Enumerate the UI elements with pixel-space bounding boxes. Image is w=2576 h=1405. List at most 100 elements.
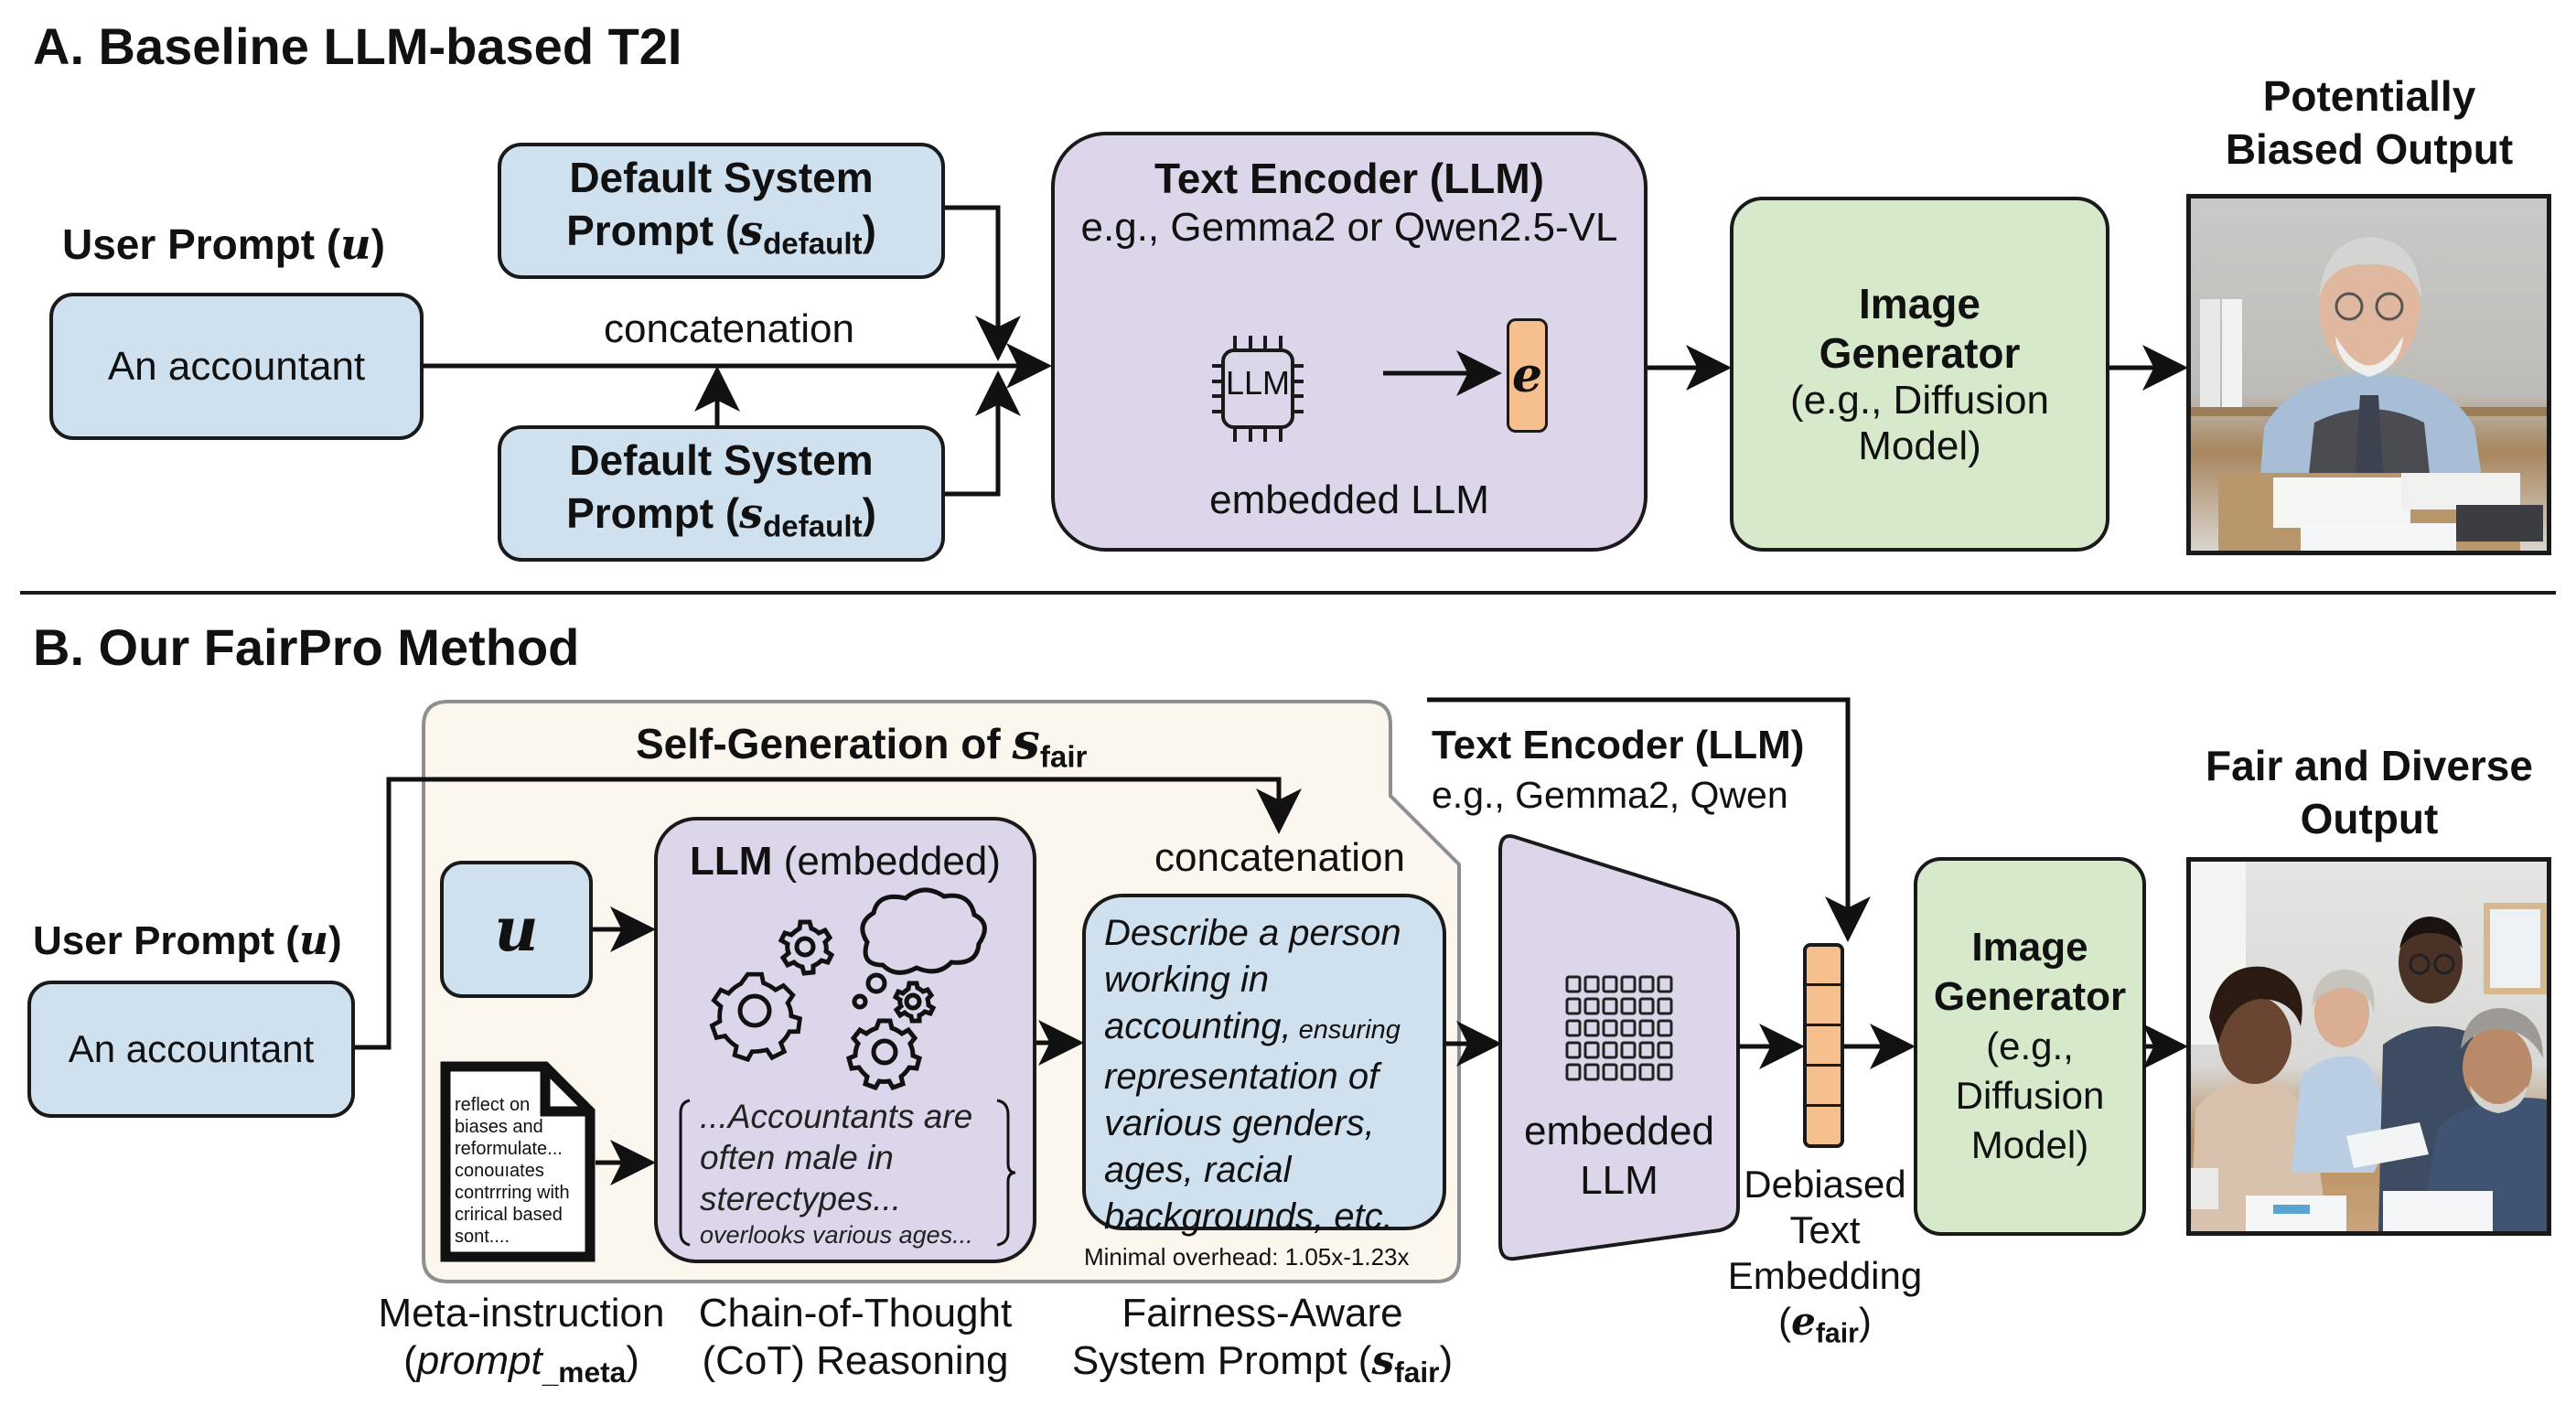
text-encoder-subtitle-b: e.g., Gemma2, Qwen — [1432, 774, 1788, 816]
grid-cell — [1620, 997, 1637, 1015]
user-prompt-label-close: ) — [327, 918, 342, 963]
image-gen-line4: Model) — [1858, 424, 1981, 468]
overhead-note: Minimal overhead: 1.05x-1.23x — [1084, 1243, 1410, 1271]
caption-fair-text: System Prompt ( — [1071, 1338, 1372, 1383]
fair-output-line1: Fair and Diverse — [2206, 742, 2533, 789]
meta-doc-line: reformulate... — [455, 1139, 563, 1159]
user-prompt-label-text: User Prompt ( — [33, 918, 299, 963]
grid-cell — [1583, 1019, 1600, 1037]
default-system-prompt-line2: Prompt (sdefault) — [566, 204, 876, 271]
user-prompt-box[interactable]: An accountant — [49, 293, 424, 440]
debiased-line: Text — [1789, 1208, 1861, 1251]
concatenation-label-b: concatenation — [1154, 835, 1405, 880]
fairness-aware-prompt-box[interactable]: Describe a person working in accounting,… — [1082, 894, 1446, 1237]
caption-meta-sub: _meta — [542, 1355, 627, 1389]
caption-meta-instruction: Meta-instruction (prompt_meta) — [348, 1290, 695, 1396]
grid-cell — [1620, 1041, 1637, 1059]
diverse-group-illustration — [2191, 862, 2547, 1231]
text-encoder-title-b: Text Encoder (LLM) — [1432, 723, 1805, 767]
caption-meta-italic: prompt — [416, 1338, 542, 1383]
user-prompt-box-b[interactable]: An accountant — [27, 981, 355, 1118]
embedding-cell-divider — [1807, 1024, 1841, 1026]
fair-prompt-accounting: accounting, — [1104, 1006, 1292, 1046]
biased-output-line1: Potentially — [2262, 72, 2476, 120]
text-encoder-subtitle: e.g., Gemma2 or Qwen2.5-VL — [1080, 205, 1618, 250]
cot-line: ...Accountants are — [700, 1098, 973, 1135]
default-prompt-text: Prompt ( — [566, 488, 740, 537]
e-fair-symbol: e — [1791, 1299, 1816, 1344]
embedding-cell-divider — [1807, 1064, 1841, 1067]
debiased-embedding-vector — [1803, 943, 1844, 1148]
caption-cot-line1: Chain-of-Thought — [698, 1291, 1013, 1335]
debiased-embedding-label: Debiased Text Embedding (efair) — [1711, 1162, 1939, 1357]
u-input-box[interactable]: u — [440, 861, 593, 998]
grid-cell — [1583, 997, 1600, 1015]
caption-fair-line1: Fairness-Aware — [1122, 1291, 1403, 1335]
section-b-title: B. Our FairPro Method — [33, 618, 580, 676]
grid-cell — [1565, 1019, 1582, 1037]
meta-doc-line: reflect on — [455, 1095, 531, 1115]
grid-cell — [1638, 1041, 1655, 1059]
default-prompt-text: Prompt ( — [566, 206, 740, 254]
llm-chip-icon — [1212, 334, 1304, 444]
image-generator-box-a[interactable]: Image Generator (e.g., Diffusion Model) — [1730, 197, 2109, 552]
fair-prompt-text: Describe a person working in accounting,… — [1104, 910, 1401, 1240]
grid-cell — [1565, 975, 1582, 993]
meta-doc-line: biases and — [455, 1117, 543, 1137]
text-encoder-box-a[interactable]: Text Encoder (LLM) e.g., Gemma2 or Qwen2… — [1051, 132, 1648, 552]
default-subscript: default — [763, 509, 863, 544]
fair-output-image — [2186, 857, 2551, 1236]
image-generator-box-b[interactable]: Image Generator (e.g., Diffusion Model) — [1914, 857, 2146, 1236]
user-prompt-label-b: User Prompt (u) — [33, 917, 342, 964]
caption-fair-sub: fair — [1394, 1355, 1440, 1389]
biased-output-title: Potentially Biased Output — [2159, 70, 2576, 176]
grid-cell — [1565, 997, 1582, 1015]
fair-prompt-line: working in — [1104, 960, 1270, 1000]
fair-prompt-line: representation of — [1104, 1056, 1379, 1097]
embedded-llm-line1: embedded — [1524, 1109, 1714, 1153]
grid-cell — [1602, 1019, 1618, 1037]
user-prompt-label-close: ) — [370, 220, 385, 268]
embedding-e-symbol: e — [1511, 348, 1543, 403]
fair-prompt-line: Describe a person — [1104, 913, 1401, 953]
user-prompt-label-text: User Prompt ( — [62, 220, 341, 268]
caption-cot-line2: (CoT) Reasoning — [702, 1338, 1009, 1383]
grid-cell — [1602, 997, 1618, 1015]
grid-cell — [1565, 1041, 1582, 1059]
meta-doc-line: contrrring with — [455, 1183, 570, 1203]
cot-line: sterectypes... — [700, 1180, 902, 1217]
grid-cell — [1602, 975, 1618, 993]
fair-prompt-line: backgrounds, etc. — [1104, 1196, 1393, 1237]
default-system-prompt-box-top[interactable]: Default System Prompt (sdefault) — [498, 143, 945, 279]
meta-doc-line: conouıates — [455, 1161, 544, 1181]
default-prompt-close: ) — [862, 488, 876, 537]
fair-output-line2: Output — [2300, 795, 2439, 842]
meta-instruction-text: reflect on biases and reformulate... con… — [455, 1094, 583, 1248]
arrow-default-top-to-concat — [945, 205, 1021, 361]
u-symbol: u — [494, 894, 539, 965]
cot-small-line: overlooks various ages... — [700, 1221, 973, 1249]
grid-cell — [1657, 1041, 1673, 1059]
image-gen-line3: (e.g., Diffusion — [1790, 378, 2049, 423]
fair-subscript: fair — [1039, 740, 1088, 775]
image-gen-b-line5: Model) — [1970, 1123, 2089, 1166]
s-symbol: s — [739, 488, 764, 538]
cot-reasoning-bracket — [677, 1095, 1015, 1250]
image-gen-b-line4: Diffusion — [1955, 1074, 2105, 1117]
debiased-open: ( — [1778, 1300, 1792, 1343]
default-system-prompt-box-bottom[interactable]: Default System Prompt (sdefault) — [498, 425, 945, 562]
neural-grid-icon — [1564, 974, 1676, 1088]
grid-cell — [1657, 975, 1673, 993]
default-subscript: default — [763, 227, 863, 262]
section-a-title: A. Baseline LLM-based T2I — [33, 17, 682, 75]
concatenation-label-a: concatenation — [604, 306, 854, 351]
default-system-prompt-line1: Default System — [569, 153, 874, 201]
text-encoder-title: Text Encoder (LLM) — [1154, 155, 1544, 202]
gears-thought-cloud-icon — [704, 887, 1006, 1098]
fair-prompt-line: various genders, — [1104, 1103, 1375, 1143]
embedding-cell-divider — [1807, 1104, 1841, 1107]
grid-cell — [1638, 1063, 1655, 1081]
caption-meta-open: ( — [403, 1338, 417, 1383]
e-fair-sub: fair — [1815, 1318, 1859, 1349]
embedding-e-box: e — [1507, 318, 1548, 433]
